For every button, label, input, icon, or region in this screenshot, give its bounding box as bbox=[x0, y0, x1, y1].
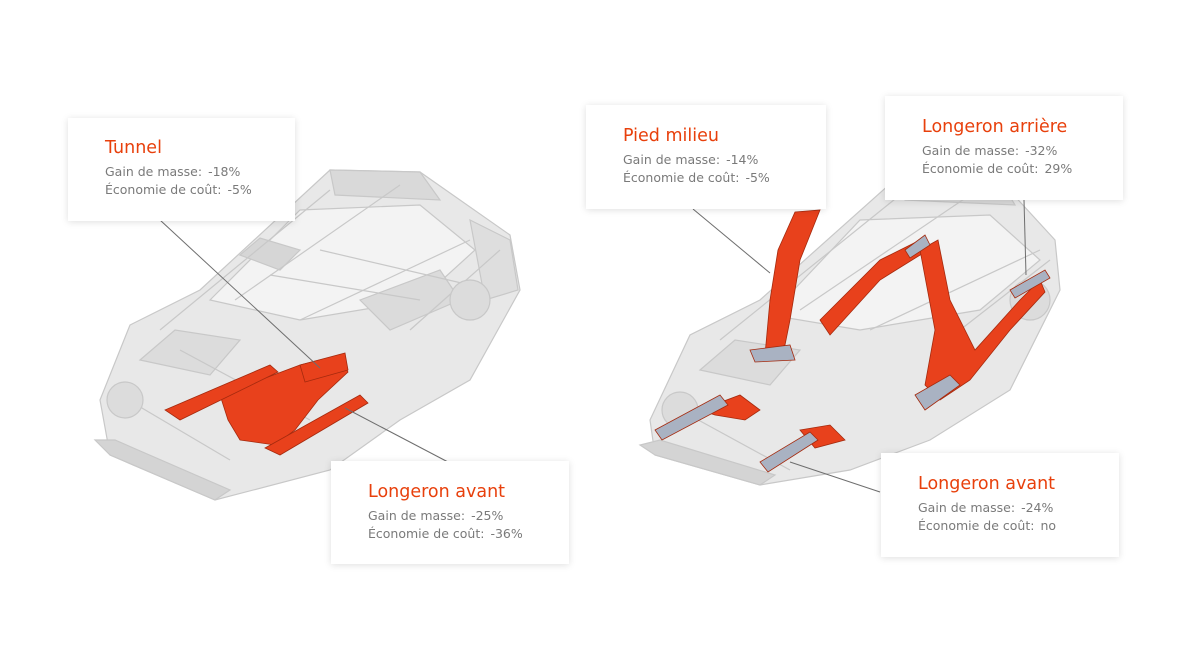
mass-gain-value: -25% bbox=[471, 508, 504, 523]
mass-gain-row: Gain de masse: -32% bbox=[922, 142, 1123, 160]
mass-gain-value: -14% bbox=[726, 152, 759, 167]
label-title: Pied milieu bbox=[623, 126, 719, 146]
mass-gain-value: -32% bbox=[1025, 143, 1058, 158]
label-title: Longeron avant bbox=[368, 482, 506, 502]
mass-gain-row: Gain de masse: -18% bbox=[105, 163, 295, 181]
mass-gain-label: Gain de masse: bbox=[918, 500, 1016, 515]
label-title: Longeron avant bbox=[918, 474, 1056, 494]
cost-saving-label: Économie de coût: bbox=[922, 161, 1039, 176]
cost-saving-value: no bbox=[1040, 518, 1057, 533]
mass-gain-row: Gain de masse: -14% bbox=[623, 151, 826, 169]
cost-saving-label: Économie de coût: bbox=[105, 182, 222, 197]
cost-saving-value: -36% bbox=[490, 526, 523, 541]
cost-saving-row: Économie de coût: -5% bbox=[105, 181, 295, 199]
cost-saving-label: Économie de coût: bbox=[368, 526, 485, 541]
car-body-left bbox=[93, 169, 521, 501]
label-card-longeron-arriere: Longeron arrière Gain de masse: -32% Écon… bbox=[885, 96, 1123, 200]
mass-gain-label: Gain de masse: bbox=[922, 143, 1020, 158]
leader-lines-right bbox=[692, 199, 1027, 493]
cost-saving-row: Économie de coût: 29% bbox=[922, 160, 1123, 178]
mass-gain-row: Gain de masse: -25% bbox=[368, 507, 569, 525]
label-title: Tunnel bbox=[105, 138, 162, 158]
highlight-parts-right bbox=[654, 209, 1051, 473]
mass-gain-label: Gain de masse: bbox=[623, 152, 721, 167]
mass-gain-label: Gain de masse: bbox=[105, 164, 203, 179]
cost-saving-row: Économie de coût: -36% bbox=[368, 525, 569, 543]
label-title: Longeron arrière bbox=[922, 117, 1068, 137]
cost-saving-row: Économie de coût: no bbox=[918, 517, 1119, 535]
mass-gain-row: Gain de masse: -24% bbox=[918, 499, 1119, 517]
label-card-longeron-avant-left: Longeron avant Gain de masse: -25% Économ… bbox=[331, 461, 569, 564]
mass-gain-label: Gain de masse: bbox=[368, 508, 466, 523]
cost-saving-value: -5% bbox=[227, 182, 252, 197]
cost-saving-value: 29% bbox=[1044, 161, 1073, 176]
cost-saving-value: -5% bbox=[745, 170, 770, 185]
highlight-parts-left bbox=[164, 352, 369, 456]
mass-gain-value: -24% bbox=[1021, 500, 1054, 515]
cost-saving-label: Économie de coût: bbox=[918, 518, 1035, 533]
label-card-pied-milieu: Pied milieu Gain de masse: -14% Économie … bbox=[586, 105, 826, 209]
cost-saving-row: Économie de coût: -5% bbox=[623, 169, 826, 187]
leader-lines-left bbox=[159, 219, 449, 463]
mass-gain-value: -18% bbox=[208, 164, 241, 179]
label-card-tunnel: Tunnel Gain de masse: -18% Économie de co… bbox=[68, 118, 295, 221]
label-card-longeron-avant-right: Longeron avant Gain de masse: -24% Économ… bbox=[881, 453, 1119, 557]
cost-saving-label: Économie de coût: bbox=[623, 170, 740, 185]
